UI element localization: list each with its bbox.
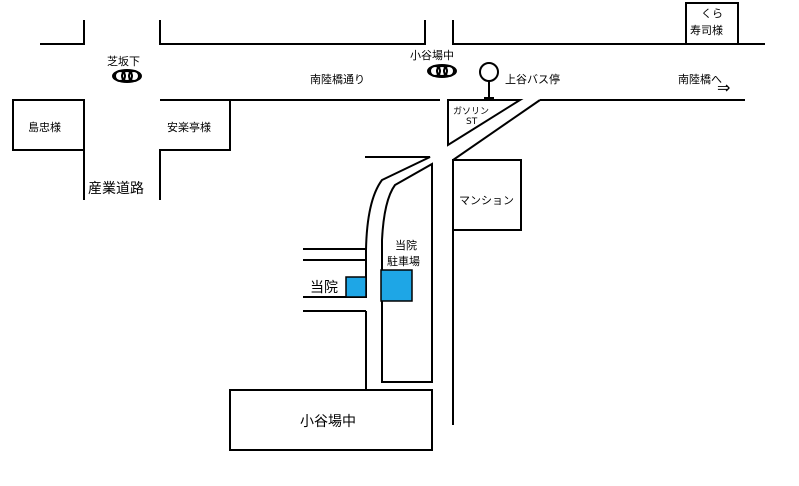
road-name-label: 南陸橋通り bbox=[310, 73, 365, 86]
anrakutei-label: 安楽亭様 bbox=[167, 121, 211, 134]
gas-station-label-2: ST bbox=[466, 117, 478, 127]
mansion-label: マンション bbox=[459, 194, 514, 207]
traffic-signal-icon bbox=[112, 69, 142, 83]
parking-label-1: 当院 bbox=[395, 239, 417, 252]
parking-label-2: 駐車場 bbox=[387, 255, 420, 268]
shimatada-label: 島忠様 bbox=[28, 121, 61, 134]
kura-sushi-label-1: くら bbox=[701, 7, 723, 20]
bus-stop-icon bbox=[479, 62, 499, 99]
shibasakashita-label: 芝坂下 bbox=[107, 55, 140, 68]
gas-station-label-1: ガソリン bbox=[453, 107, 490, 117]
otanibachu-signal-label: 小谷場中 bbox=[410, 49, 454, 62]
clinic-label: 当院 bbox=[310, 280, 338, 296]
gas-station-outline bbox=[447, 99, 524, 147]
kura-sushi-outline bbox=[685, 2, 739, 45]
direction-label: 南陸橋へ bbox=[678, 73, 722, 86]
arrow-icon: ⇒ bbox=[717, 78, 731, 97]
clinic-marker bbox=[345, 276, 367, 298]
school-outline bbox=[229, 389, 433, 451]
school-label: 小谷場中 bbox=[300, 414, 356, 430]
bus-stop-label: 上谷バス停 bbox=[505, 73, 560, 86]
mansion-outline bbox=[452, 159, 522, 231]
parking-marker bbox=[380, 269, 413, 302]
roads bbox=[12, 2, 765, 451]
traffic-signal-icon bbox=[427, 64, 457, 78]
kura-sushi-label-2: 寿司様 bbox=[690, 24, 723, 37]
sangyo-doro-label: 産業道路 bbox=[88, 181, 144, 197]
